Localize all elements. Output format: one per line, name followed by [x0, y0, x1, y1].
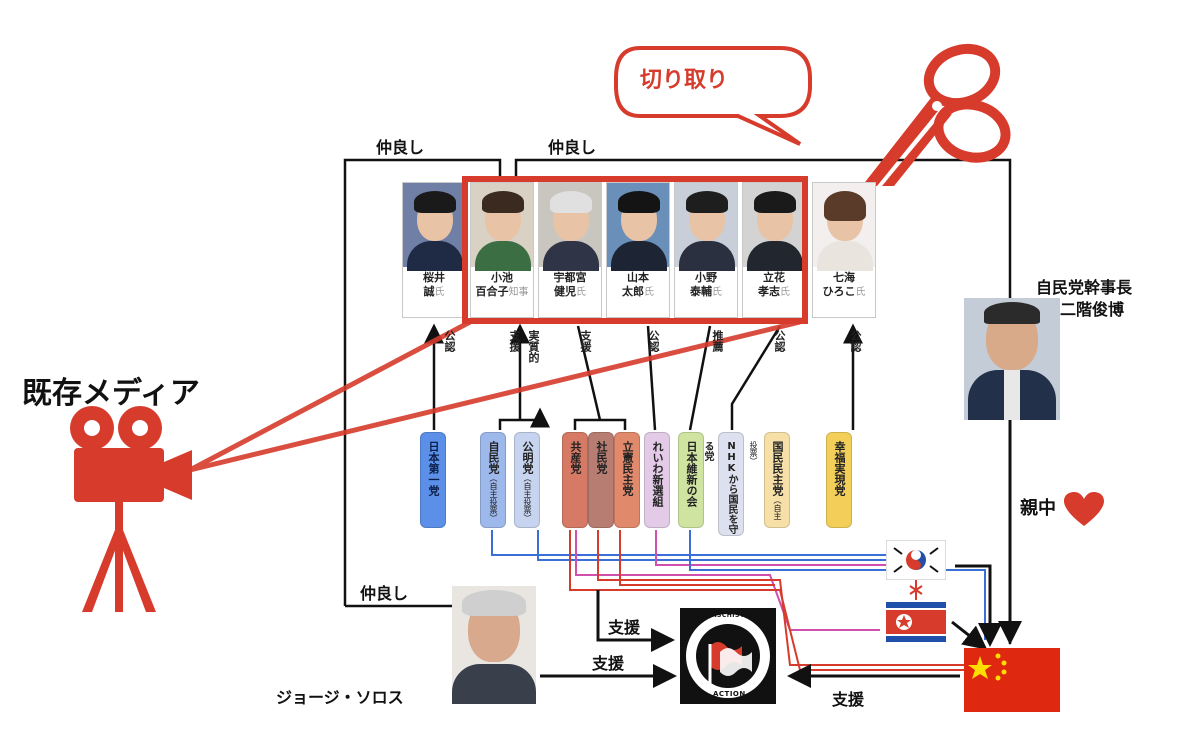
party-nhk: NHKから国民を守る党	[702, 432, 744, 536]
party-ldp: 自民党（自主投票）	[480, 432, 506, 528]
party-komeito: 公明党（自主投票）	[514, 432, 540, 528]
antifa-bottom-text: ACTION	[713, 690, 746, 698]
link-label-sakurai: 公認	[443, 330, 456, 352]
movie-camera-icon	[70, 406, 192, 612]
heart-icon	[1064, 492, 1104, 526]
link-label-koike-b: 実質的	[527, 330, 540, 363]
link-label-yamamoto: 公認	[647, 330, 660, 352]
soros-portrait	[452, 586, 536, 704]
projection-line-1	[188, 319, 472, 473]
projection-line-2	[189, 319, 801, 473]
party-nippon-daiichi: 日本第一党	[420, 432, 446, 528]
friends-label-bottom: 仲良し	[360, 584, 409, 603]
link-label-koike-a: 支援	[508, 330, 521, 352]
scissors-icon	[862, 43, 1011, 186]
north-korea-flag-icon	[886, 602, 946, 642]
antifa-top-text: ANTIFASCHISTISCHE	[690, 612, 768, 619]
candidate-card-koike: 小池 百合子知事	[470, 182, 534, 318]
soros-label: ジョージ・ソロス	[276, 688, 404, 707]
antifa-logo-icon	[680, 608, 776, 704]
pro-china-label: 親中	[1020, 498, 1056, 519]
party-dpfp: 国民民主党（自主投票）	[749, 432, 790, 528]
candidate-card-nanami: 七海 ひろこ氏	[812, 182, 876, 318]
link-label-utsunomiya: 支援	[579, 330, 592, 352]
nikai-title: 自民党幹事長	[1036, 278, 1133, 297]
callout-text: 切り取り	[640, 68, 729, 93]
candidate-card-sakurai: 桜井 誠氏	[402, 182, 466, 318]
nikai-name: 二階俊博	[1060, 300, 1125, 319]
party-jcp: 共産党	[562, 432, 588, 528]
friends-label-left: 仲良し	[376, 138, 425, 157]
link-label-ono: 推薦	[711, 330, 724, 352]
link-label-nanami: 公認	[849, 330, 862, 352]
candidate-card-tachibana: 立花 孝志氏	[742, 182, 806, 318]
nikai-portrait	[964, 298, 1060, 420]
candidate-card-yamamoto: 山本 太郎氏	[606, 182, 670, 318]
china-flag-icon	[964, 648, 1060, 712]
support-label-china: 支援	[832, 690, 865, 709]
support-label-parties: 支援	[608, 618, 641, 637]
friends-line-left	[343, 158, 502, 606]
south-korea-flag-icon	[886, 540, 946, 580]
candidate-card-utsunomiya: 宇都宮 健児氏	[538, 182, 602, 318]
friends-label-right: 仲良し	[548, 138, 597, 157]
party-ishin: 日本維新の会	[678, 432, 704, 528]
media-label: 既存メディア	[22, 376, 200, 411]
link-label-tachibana: 公認	[773, 330, 786, 352]
party-sdp: 社民党	[588, 432, 614, 528]
cut-out-frame	[462, 176, 808, 324]
party-reiwa: れいわ新選組	[644, 432, 670, 528]
support-label-soros: 支援	[592, 654, 625, 673]
callout-bubble	[614, 46, 812, 146]
party-cdp: 立憲民主党	[614, 432, 640, 528]
party-happiness-realization: 幸福実現党	[826, 432, 852, 528]
arrow-party-antifa	[596, 590, 675, 652]
candidate-card-ono: 小野 泰輔氏	[674, 182, 738, 318]
